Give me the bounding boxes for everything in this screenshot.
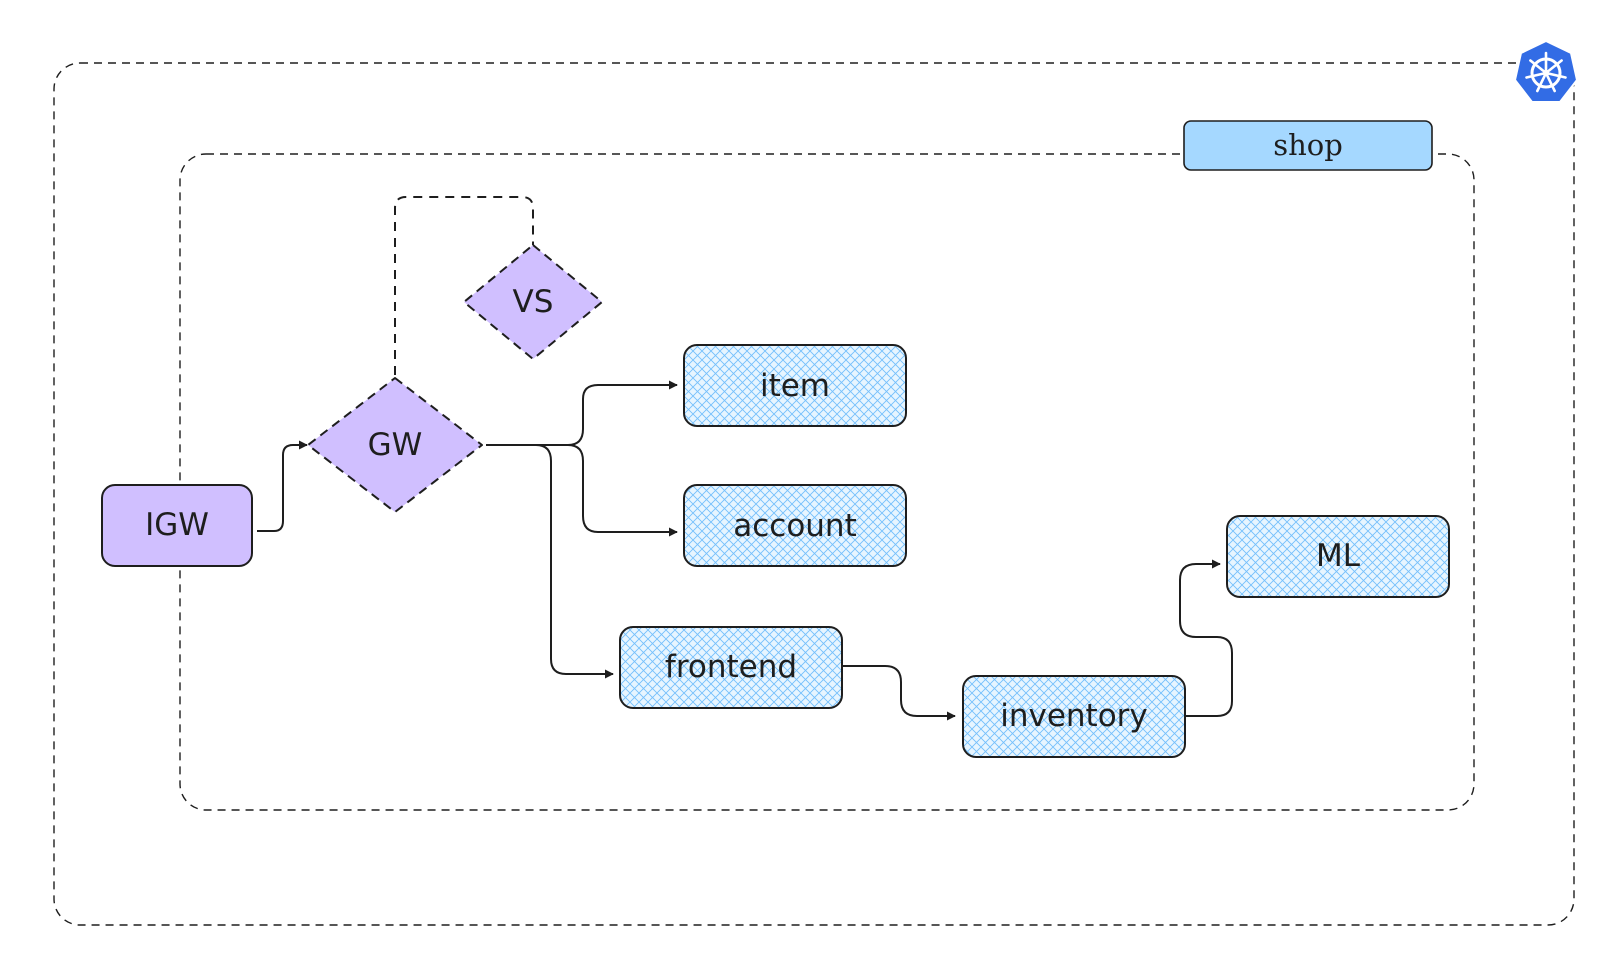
node-frontend: frontend: [619, 626, 843, 709]
node-frontend-label: frontend: [665, 649, 797, 685]
connectors: [257, 196, 1233, 721]
node-gw: GW: [307, 377, 483, 513]
edge-gw-vs: [394, 196, 534, 375]
node-ml-label: ML: [1316, 538, 1361, 574]
node-igw: IGW: [101, 484, 253, 567]
node-vs-label: VS: [513, 284, 554, 320]
edge-gw-frontend: [535, 444, 614, 679]
edge-frontend-inventory: [843, 665, 956, 721]
namespace-label: shop: [1273, 128, 1343, 162]
node-gw-label: GW: [368, 427, 423, 463]
node-account: account: [683, 484, 907, 567]
node-ml: ML: [1226, 515, 1450, 598]
edge-inventory-ml: [1179, 559, 1233, 717]
node-inventory: inventory: [962, 675, 1186, 758]
node-igw-label: IGW: [145, 507, 209, 543]
node-account-label: account: [733, 508, 857, 544]
node-inventory-label: inventory: [1000, 698, 1148, 734]
namespace-tag: shop: [1183, 120, 1433, 171]
node-item-label: item: [760, 368, 830, 404]
edge-gw-account: [567, 444, 678, 537]
namespace-boundary: [179, 153, 1475, 811]
cluster-boundary: [53, 62, 1575, 926]
edge-gw-item: [486, 380, 678, 446]
node-vs: VS: [463, 244, 603, 360]
kubernetes-icon: [1513, 39, 1579, 103]
edge-igw-gw: [257, 440, 308, 532]
node-item: item: [683, 344, 907, 427]
